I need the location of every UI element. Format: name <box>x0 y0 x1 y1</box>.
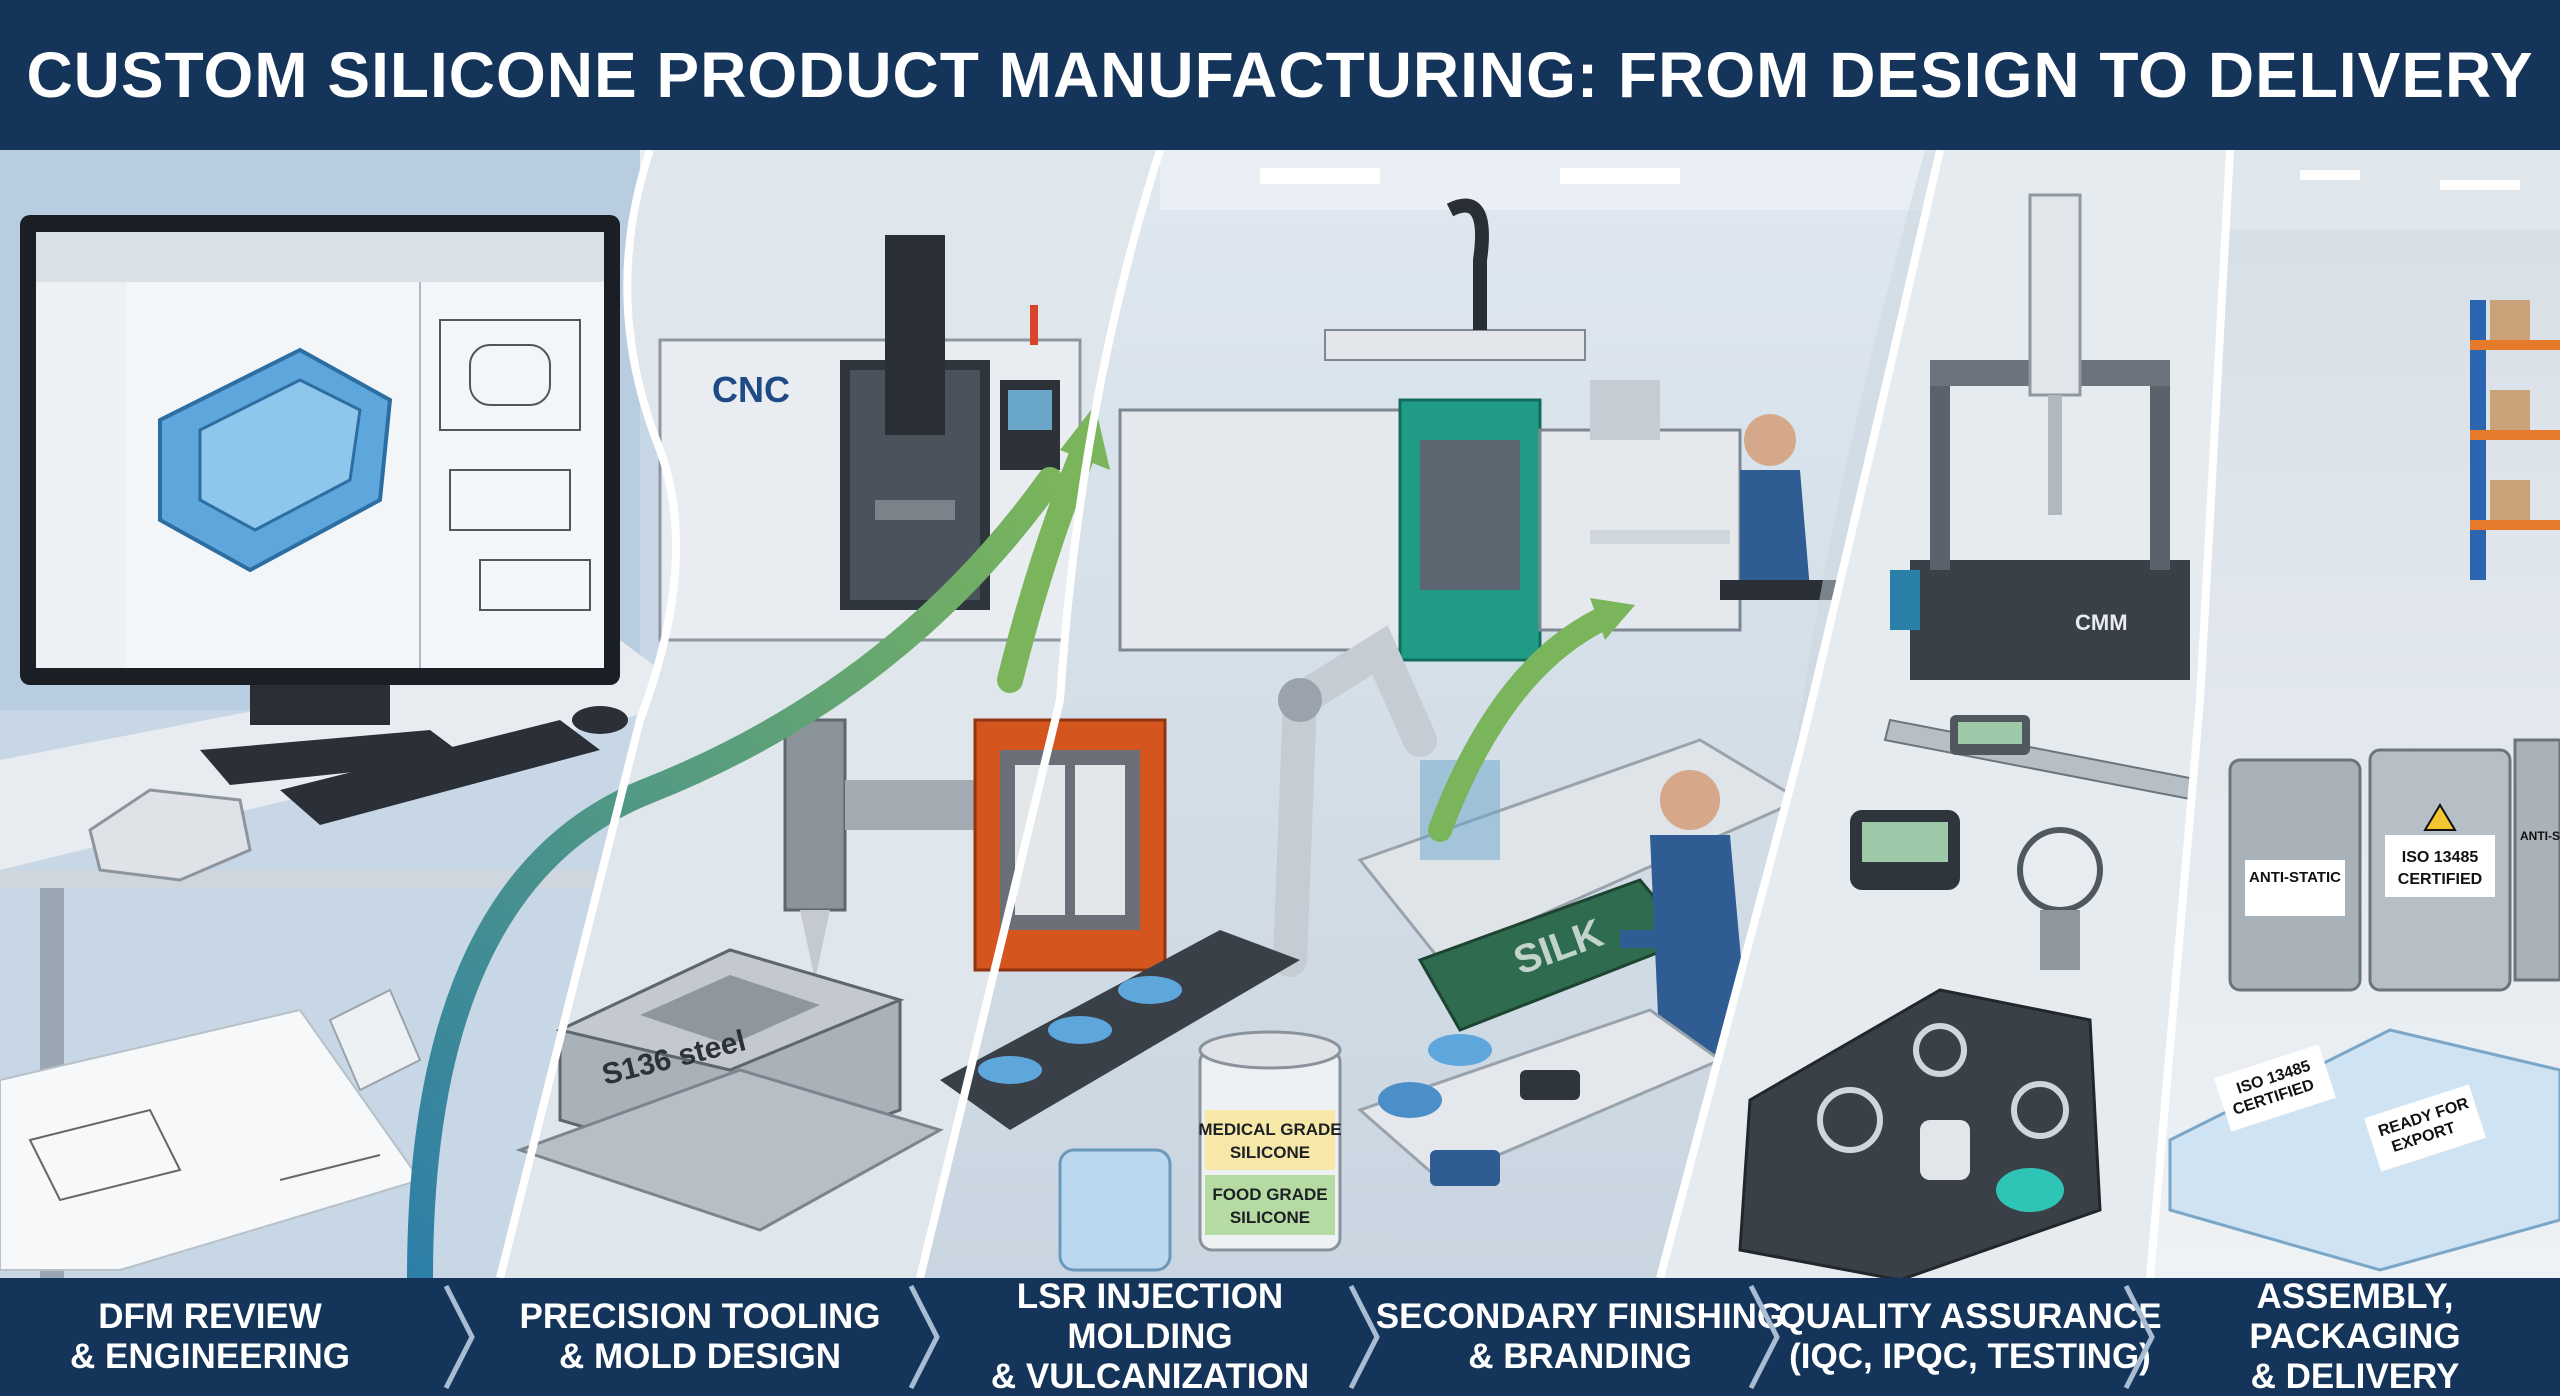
flow-arrow-curve <box>407 467 1063 1278</box>
chevron-right-icon <box>1748 1284 1780 1390</box>
step-finishing-line2: & BRANDING <box>1468 1337 1692 1376</box>
bag-label-3: ANTI-STATIC <box>2520 829 2560 843</box>
step-dfm-line2: & ENGINEERING <box>69 1337 351 1376</box>
step-packaging-line1: ASSEMBLY, PACKAGING <box>2249 1277 2461 1356</box>
step-qa-line2: (IQC, IPQC, TESTING) <box>1789 1337 2151 1376</box>
process-steps-bar: DFM REVIEW & ENGINEERING PRECISION TOOLI… <box>0 1277 2560 1396</box>
anti-static-bags: ANTI-STATIC ISO 13485 CERTIFIED ANTI-STA… <box>2228 738 2560 992</box>
green-arrow-2 <box>1428 608 1612 842</box>
step-qa-line1: QUALITY ASSURANCE <box>1778 1297 2162 1336</box>
jar-label-line4: SILICONE <box>1230 1208 1310 1227</box>
chevron-right-icon <box>908 1284 940 1390</box>
bag-label-2-line1: ISO 13485 <box>2402 849 2479 866</box>
jar-label-line1: MEDICAL GRADE <box>1198 1120 1341 1139</box>
step-packaging-line2: & DELIVERY <box>2250 1357 2460 1396</box>
step-finishing-line1: SECONDARY FINISHING <box>1375 1297 1785 1336</box>
step-dfm: DFM REVIEW & ENGINEERING <box>0 1278 420 1396</box>
cad-monitor <box>20 215 620 685</box>
step-tooling-line1: PRECISION TOOLING <box>519 1297 881 1336</box>
step-tooling: PRECISION TOOLING & MOLD DESIGN <box>480 1278 920 1396</box>
step-qa: QUALITY ASSURANCE (IQC, IPQC, TESTING) <box>1770 1278 2170 1396</box>
bag-label-2-line2: CERTIFIED <box>2398 871 2482 888</box>
cnc-machine: CNC <box>658 235 1082 642</box>
jar-label-line3: FOOD GRADE <box>1212 1185 1327 1204</box>
panel-finishing: SILK <box>1357 150 1940 1278</box>
chevron-right-icon <box>1348 1284 1380 1390</box>
panel-tooling: CNC S136 steel <box>500 150 1160 1278</box>
step-lsr-molding: LSR INJECTION MOLDING & VULCANIZATION <box>940 1277 1360 1396</box>
jar-label-line2: SILICONE <box>1230 1143 1310 1162</box>
inspection-tray <box>1738 988 2102 1278</box>
process-illustration: CNC S136 steel <box>0 150 2560 1278</box>
packaging-tray: ISO 13485 CERTIFIED READY FOR EXPORT <box>2168 1028 2560 1272</box>
silicone-jar: MEDICAL GRADE SILICONE FOOD GRADE SILICO… <box>1198 1030 1342 1252</box>
step-dfm-line1: DFM REVIEW <box>98 1297 322 1336</box>
step-lsr-line1: LSR INJECTION MOLDING <box>1016 1277 1284 1356</box>
chevron-right-icon <box>2123 1284 2155 1390</box>
bag-label-1: ANTI-STATIC <box>2249 869 2341 886</box>
panel-dfm <box>0 150 700 1278</box>
step-lsr-line2: & VULCANIZATION <box>990 1357 1310 1396</box>
cmm-label: CMM <box>2075 610 2128 635</box>
step-finishing: SECONDARY FINISHING & BRANDING <box>1370 1278 1790 1396</box>
green-arrow-1 <box>997 447 1093 693</box>
step-tooling-line2: & MOLD DESIGN <box>559 1337 841 1376</box>
page-title: CUSTOM SILICONE PRODUCT MANUFACTURING: F… <box>26 39 2534 111</box>
cmm-machine: CMM <box>1890 193 2190 680</box>
worker-standing <box>1620 770 1750 1060</box>
step-packaging: ASSEMBLY, PACKAGING & DELIVERY <box>2150 1277 2560 1396</box>
panel-packaging: ANTI-STATIC ISO 13485 CERTIFIED ANTI-STA… <box>2150 150 2560 1278</box>
chevron-right-icon <box>443 1284 475 1390</box>
title-banner: CUSTOM SILICONE PRODUCT MANUFACTURING: F… <box>0 0 2560 150</box>
worker-seated <box>1590 414 1840 600</box>
injection-machine <box>1118 198 1742 662</box>
cnc-label: CNC <box>712 369 790 410</box>
panel-qa: CMM <box>1660 150 2230 1278</box>
